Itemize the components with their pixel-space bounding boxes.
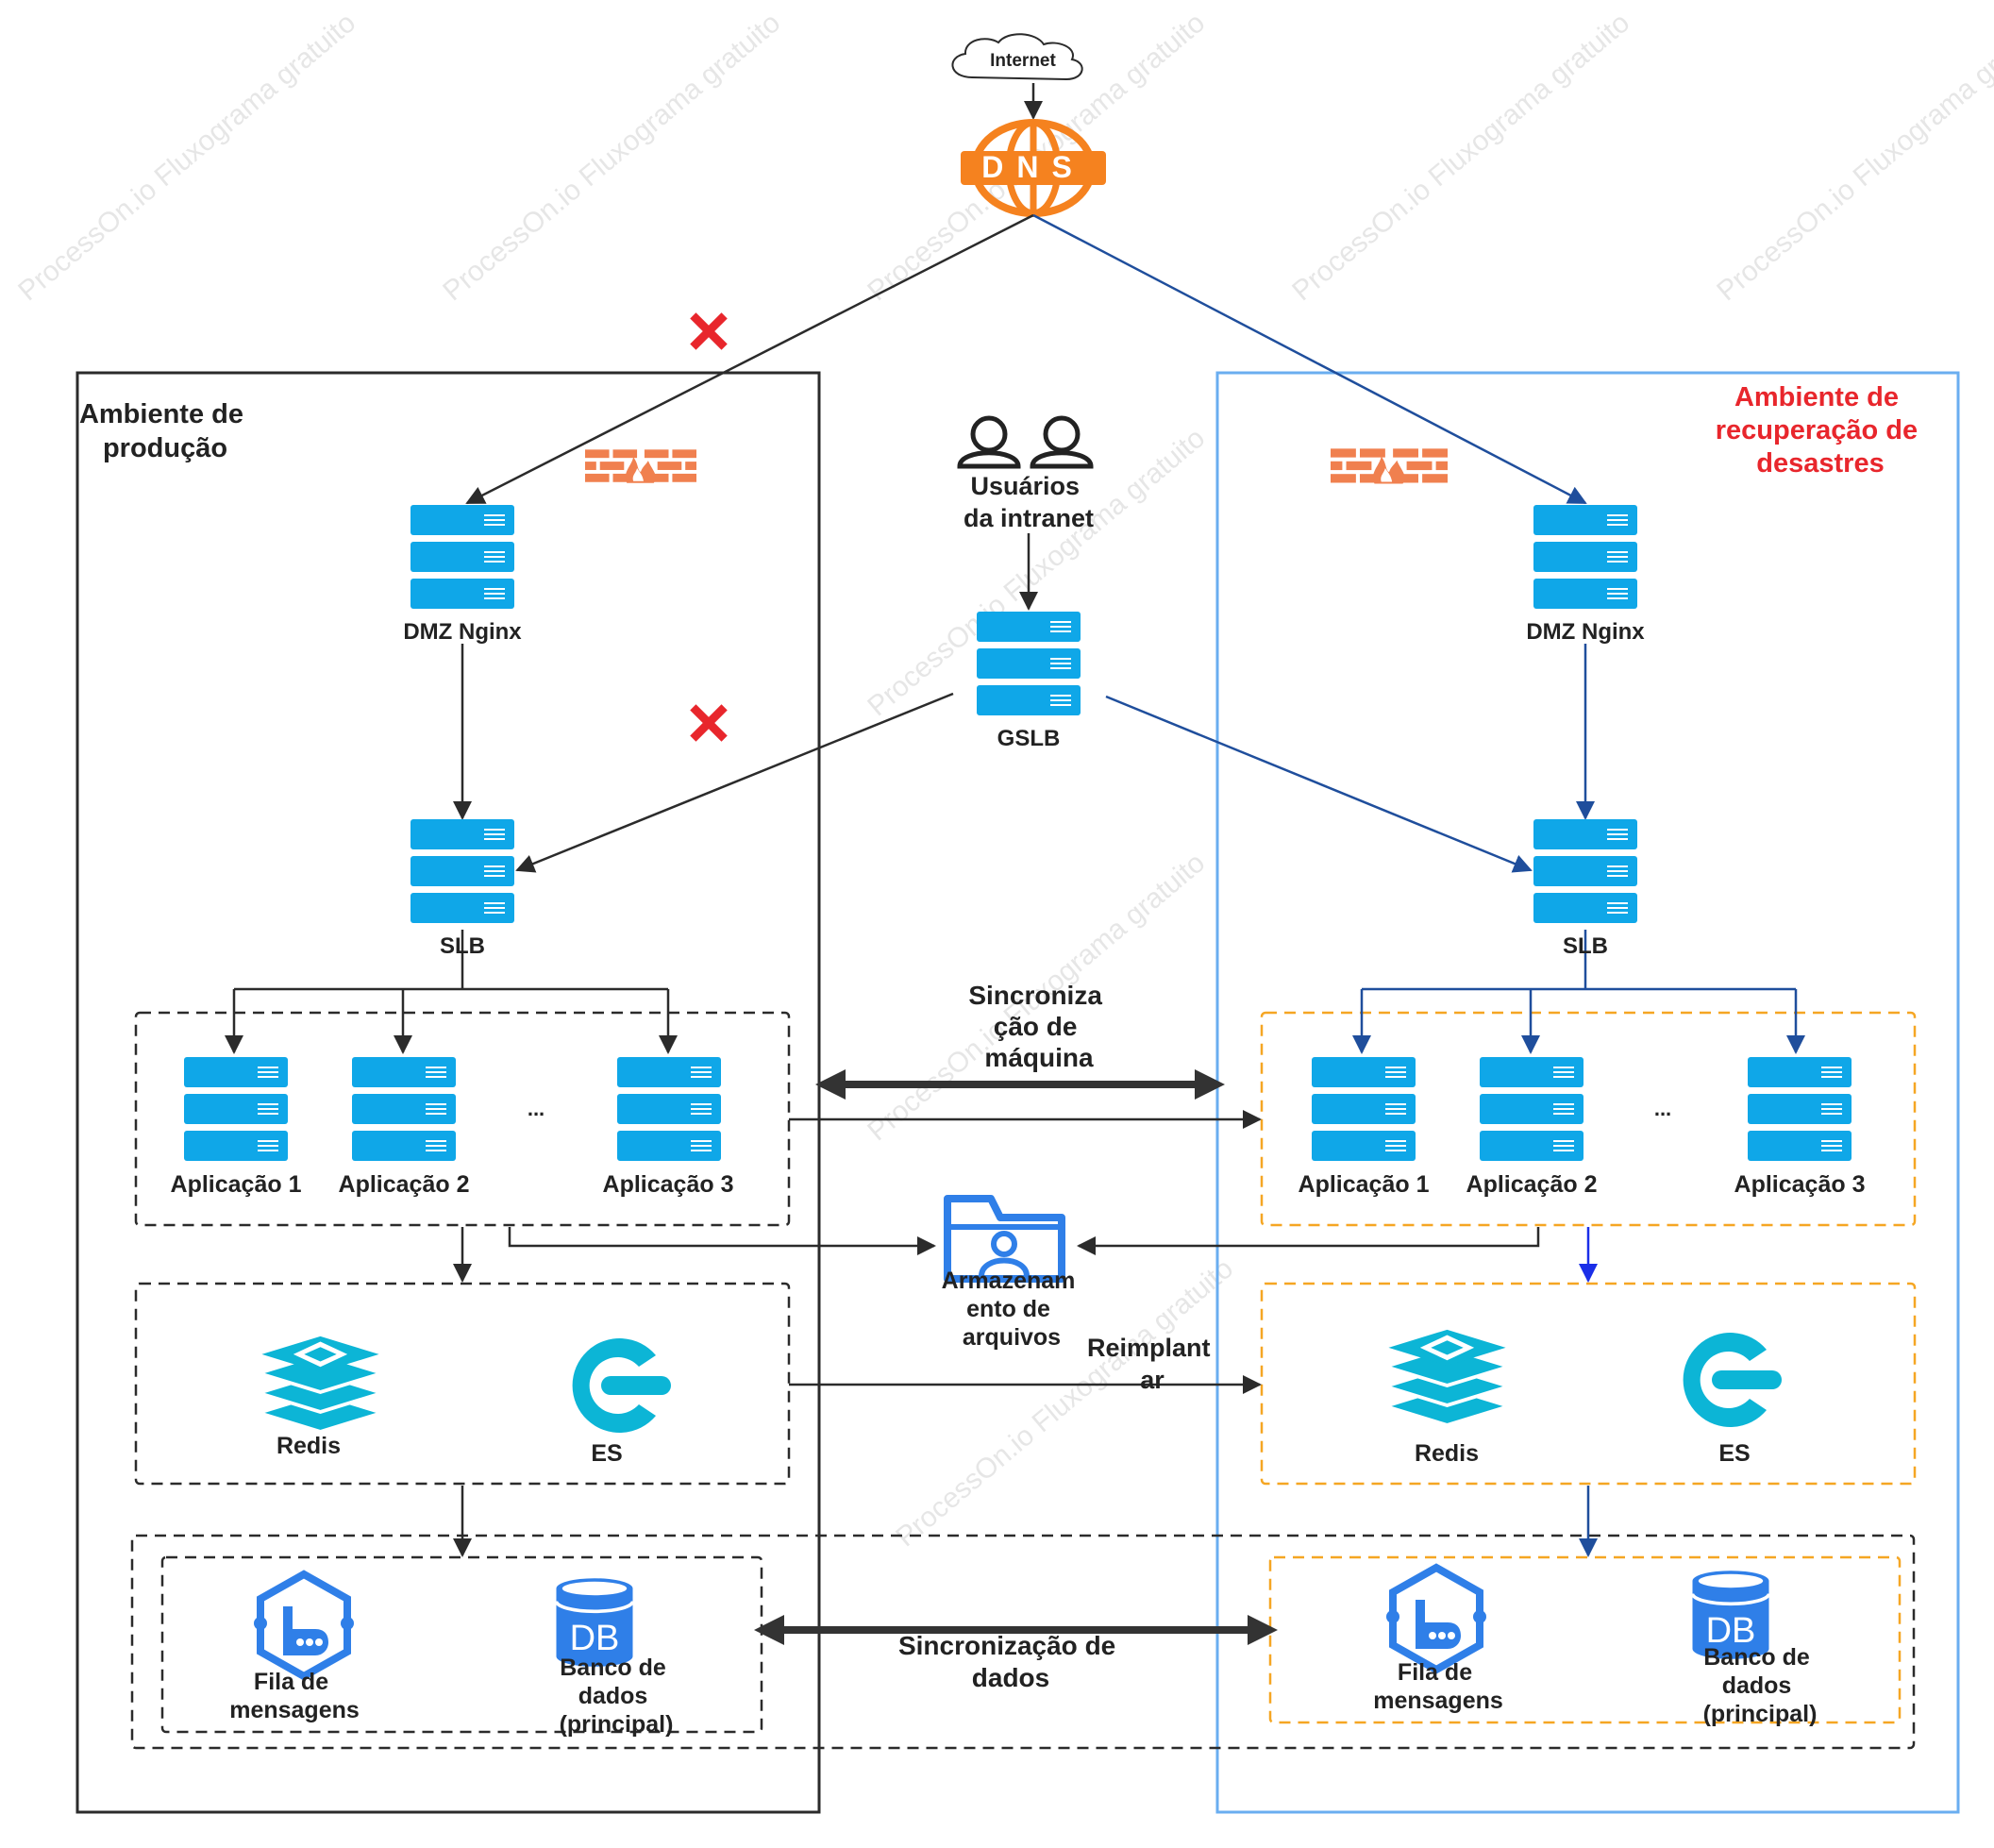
prod-app2-server-icon: [352, 1057, 456, 1161]
prod-app3-label: Aplicação 3: [603, 1171, 734, 1198]
dr-app3-server-icon: [1748, 1057, 1852, 1161]
watermark: ProcessOn.io Fluxograma gratuito: [437, 7, 786, 307]
users-icon: [957, 415, 1094, 469]
watermark: ProcessOn.io Fluxograma gratuito: [12, 7, 361, 307]
dr-slb-server-icon: [1533, 819, 1637, 923]
data-sync-label: Sincronização de dados: [898, 1631, 1123, 1692]
internet-node: Internet: [951, 33, 1083, 81]
prod-redis-label: Redis: [276, 1433, 341, 1459]
file-storage-label: Armazenam ento de arquivos: [942, 1268, 1082, 1351]
elasticsearch-icon: [1683, 1333, 1782, 1427]
prod-app3-server-icon: [617, 1057, 721, 1161]
watermark: ProcessOn.io Fluxograma gratuito: [1711, 7, 1994, 307]
dr-slb-fanout: [1352, 930, 1805, 1054]
machine-sync-label: Sincroniza ção de máquina: [968, 981, 1109, 1072]
dr-slb-label: SLB: [1563, 933, 1608, 959]
dr-apps-ellipsis: ...: [1654, 1097, 1671, 1120]
dr-cache-group: [1260, 1282, 1917, 1486]
dr-dmz-server-icon: [1533, 505, 1637, 609]
prod-slb-server-icon: [411, 819, 514, 923]
prod-db-label: Banco de dados (principal): [560, 1655, 674, 1738]
watermark: ProcessOn.io Fluxograma gratuito: [890, 1252, 1239, 1553]
cloud-icon: [951, 33, 1083, 81]
message-queue-icon: [254, 1574, 354, 1676]
gslb-to-prod-slb-arrow: [515, 692, 954, 873]
firewall-icon: [585, 449, 696, 483]
prod-dmz-server-icon: [411, 505, 514, 609]
dr-to-file-storage-arrow: [1077, 1227, 1540, 1255]
dr-apps-group: [1260, 1011, 1917, 1227]
prod-apps-ellipsis: ...: [528, 1097, 545, 1120]
dr-db-label: Banco de dados (principal): [1703, 1644, 1818, 1727]
database-icon: DB: [554, 1576, 635, 1669]
redis-icon: [1386, 1327, 1508, 1425]
shared-data-group: [130, 1534, 1916, 1750]
prod-apps-group: [134, 1011, 791, 1227]
prod-slb-fanout: [225, 930, 678, 1054]
elasticsearch-icon: [572, 1338, 671, 1433]
failure-x-icon: [690, 704, 728, 742]
prod-dmz-label: DMZ Nginx: [403, 619, 522, 645]
folder-storage-icon: [944, 1195, 1065, 1283]
watermark: ProcessOn.io Fluxograma gratuito: [1286, 7, 1635, 307]
internet-label: Internet: [990, 51, 1056, 71]
gslb-server-icon: [977, 612, 1081, 715]
redeploy-label: Reimplant ar: [1087, 1334, 1217, 1394]
prod-app2-label: Aplicação 2: [339, 1171, 470, 1198]
gslb-label: GSLB: [997, 726, 1061, 751]
dr-es-label: ES: [1718, 1440, 1750, 1467]
dr-mq-label: Fila de mensagens: [1373, 1659, 1503, 1714]
dr-app2-server-icon: [1480, 1057, 1583, 1161]
dr-app3-label: Aplicação 3: [1734, 1171, 1866, 1198]
dns-label: DNS: [981, 150, 1085, 184]
dr-data-group: [1268, 1555, 1902, 1724]
prod-app1-server-icon: [184, 1057, 288, 1161]
dr-dmz-label: DMZ Nginx: [1526, 619, 1645, 645]
message-queue-icon: [1386, 1568, 1486, 1670]
dr-app1-server-icon: [1312, 1057, 1416, 1161]
prod-app1-label: Aplicação 1: [171, 1171, 302, 1198]
redis-icon: [260, 1334, 381, 1432]
dns-globe-icon: DNS: [961, 119, 1106, 217]
database-icon: DB: [1690, 1569, 1771, 1661]
intranet-users-label: Usuários da intranet: [963, 472, 1094, 532]
prod-cache-group: [134, 1282, 791, 1486]
prod-to-file-storage-arrow: [508, 1227, 936, 1255]
dns-to-dr-arrow: [1032, 213, 1587, 505]
dr-app1-label: Aplicação 1: [1299, 1171, 1430, 1198]
dr-title: Ambiente de recuperação de desastres: [1716, 382, 1925, 479]
firewall-icon: [1331, 448, 1448, 484]
prod-db-icon-label: DB: [570, 1619, 620, 1658]
prod-es-label: ES: [591, 1440, 622, 1467]
production-title: Ambiente de produção: [79, 399, 251, 463]
prod-mq-label: Fila de mensagens: [229, 1669, 360, 1723]
dns-to-prod-arrow: [465, 213, 1034, 505]
dr-db-icon-label: DB: [1706, 1611, 1756, 1651]
gslb-to-dr-slb-arrow: [1105, 695, 1533, 873]
prod-slb-label: SLB: [440, 933, 485, 959]
dr-redis-label: Redis: [1415, 1440, 1479, 1467]
failure-x-icon: [690, 312, 728, 350]
dr-app2-label: Aplicação 2: [1466, 1171, 1598, 1198]
